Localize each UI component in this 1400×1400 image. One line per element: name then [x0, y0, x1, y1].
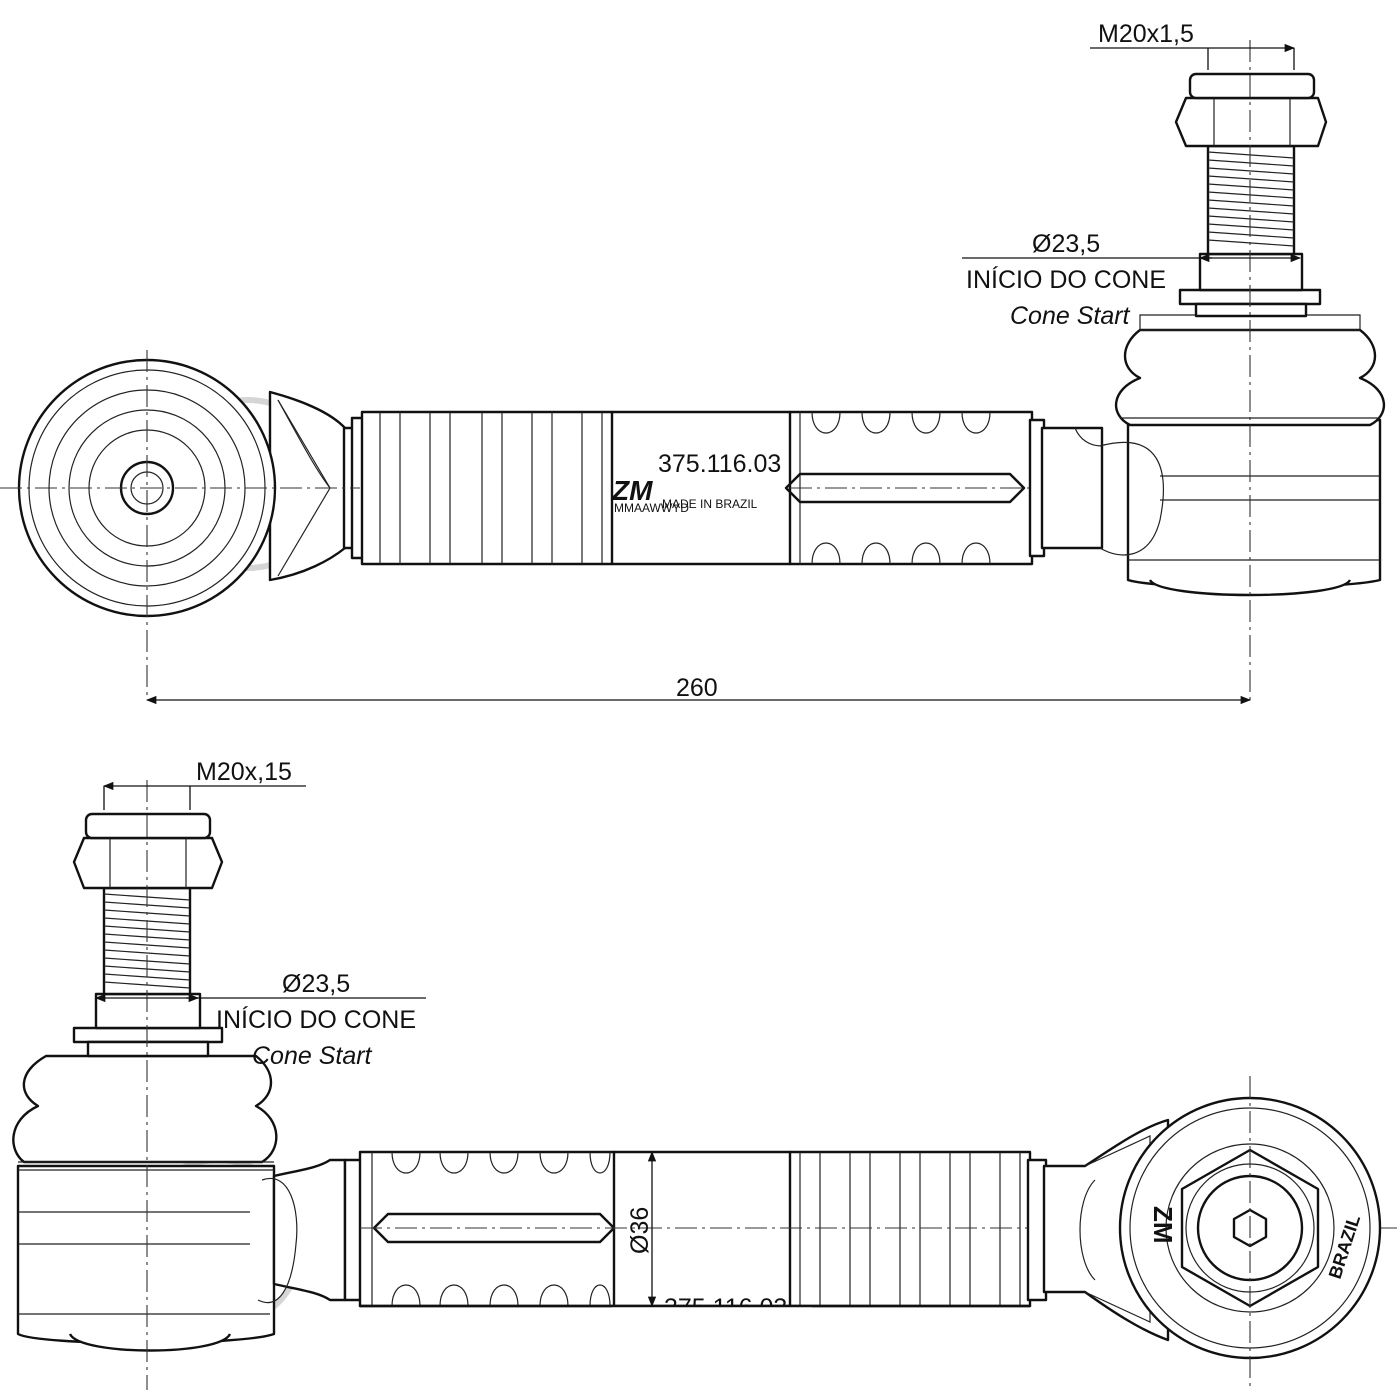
left-neck-bottom: [257, 1158, 363, 1304]
right-socket-top: [1099, 40, 1386, 700]
head-logo-bottom: ZM: [1148, 1206, 1178, 1244]
top-view: ZM 375.116.03 MMAAWWYD MADE IN BRAZIL: [0, 20, 1386, 705]
cone-start-pt-top: INÍCIO DO CONE: [966, 265, 1166, 294]
made-in-top: MADE IN BRAZIL: [662, 497, 758, 511]
thread-label-top: M20x1,5: [1098, 20, 1194, 48]
thread-label-bottom: M20x,15: [196, 758, 292, 786]
length-dimension: 260: [145, 674, 1252, 705]
part-number-top: 375.116.03: [658, 450, 781, 478]
bottom-view: 375.116.03 Ø36 ZM BRAZIL: [12, 758, 1400, 1390]
cone-diameter-top: Ø23,5: [1032, 230, 1100, 258]
brand-logo-top: ZM: [611, 475, 653, 506]
cone-dimension-top: Ø23,5 INÍCIO DO CONE Cone Start: [962, 230, 1302, 330]
right-eye-bottom: ZM BRAZIL: [1118, 1076, 1382, 1390]
cone-start-en-bottom: Cone Start: [252, 1042, 373, 1070]
tube-top: ZM 375.116.03 MMAAWWYD MADE IN BRAZIL: [360, 410, 1034, 566]
thread-dimension-bottom: M20x,15: [102, 758, 306, 810]
cone-start-pt-bottom: INÍCIO DO CONE: [216, 1005, 416, 1034]
tube-diameter-dimension: Ø36: [626, 1150, 657, 1308]
cone-diameter-bottom: Ø23,5: [282, 970, 350, 998]
cone-start-en-top: Cone Start: [1010, 302, 1131, 330]
length-label: 260: [676, 674, 718, 702]
date-code-top: MMAAWWYD: [614, 501, 689, 515]
tube-bottom: 375.116.03: [358, 1150, 1400, 1336]
right-neck-top: [1028, 418, 1104, 558]
cone-dimension-bottom: Ø23,5 INÍCIO DO CONE Cone Start: [94, 970, 426, 1070]
left-socket-bottom: [12, 780, 278, 1390]
thread-dimension-top: M20x1,5: [1090, 20, 1296, 70]
tube-diameter-label: Ø36: [626, 1207, 654, 1254]
